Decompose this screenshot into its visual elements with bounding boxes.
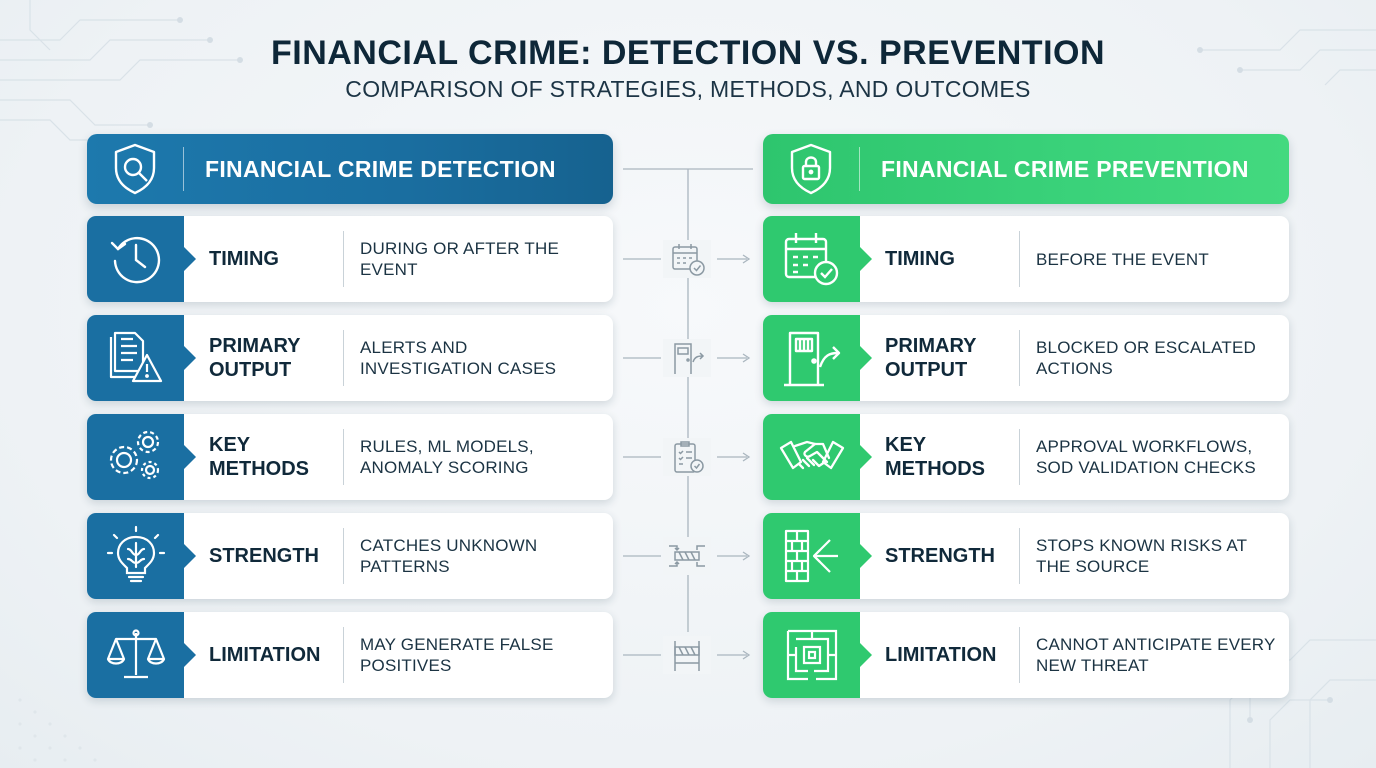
- clipboard-check-icon: [663, 438, 711, 476]
- detection-row-key-methods: KEY METHODS RULES, ML MODELS, ANOMALY SC…: [87, 414, 613, 500]
- prevention-row-key-methods: KEY METHODS APPROVAL WORKFLOWS, SOD VALI…: [763, 414, 1289, 500]
- maze-icon: [763, 612, 860, 698]
- detection-header: FINANCIAL CRIME DETECTION: [87, 134, 613, 204]
- row-value: MAY GENERATE FALSE POSITIVES: [360, 635, 554, 675]
- door-exit-icon: [763, 315, 860, 401]
- row-value: RULES, ML MODELS, ANOMALY SCORING: [360, 437, 534, 477]
- prevention-header: FINANCIAL CRIME PREVENTION: [763, 134, 1289, 204]
- row-label: PRIMARY OUTPUT: [209, 335, 301, 381]
- calendar-check-icon: [763, 216, 860, 302]
- prevention-row-primary-output: PRIMARY OUTPUT BLOCKED OR ESCALATED ACTI…: [763, 315, 1289, 401]
- brain-bulb-icon: [87, 513, 184, 599]
- row-value: ALERTS AND INVESTIGATION CASES: [360, 338, 557, 378]
- calendar-check-icon: [663, 240, 711, 278]
- detection-row-primary-output: PRIMARY OUTPUT ALERTS AND INVESTIGATION …: [87, 315, 613, 401]
- gears-icon: [87, 414, 184, 500]
- detection-row-timing: TIMING DURING OR AFTER THE EVENT: [87, 216, 613, 302]
- page-subtitle: COMPARISON OF STRATEGIES, METHODS, AND O…: [345, 76, 1031, 102]
- handshake-icon: [763, 414, 860, 500]
- row-label: STRENGTH: [209, 545, 319, 567]
- row-value: CANNOT ANTICIPATE EVERY NEW THREAT: [1036, 635, 1276, 675]
- row-value: BEFORE THE EVENT: [1036, 249, 1209, 269]
- row-label: LIMITATION: [885, 644, 997, 666]
- row-value: STOPS KNOWN RISKS AT THE SOURCE: [1036, 536, 1247, 576]
- clock-history-icon: [87, 216, 184, 302]
- wall-deflect-icon: [763, 513, 860, 599]
- prevention-header-title: FINANCIAL CRIME PREVENTION: [881, 155, 1249, 182]
- detection-header-title: FINANCIAL CRIME DETECTION: [205, 155, 556, 182]
- page-title: FINANCIAL CRIME: DETECTION VS. PREVENTIO…: [270, 34, 1106, 72]
- header-separator: [183, 147, 184, 191]
- document-alert-icon: [87, 315, 184, 401]
- connector-lines: [623, 168, 753, 660]
- prevention-row-strength: STRENGTH STOPS KNOWN RISKS AT THE SOURCE: [763, 513, 1289, 599]
- detection-row-limitation: LIMITATION MAY GENERATE FALSE POSITIVES: [87, 612, 613, 698]
- row-label: LIMITATION: [209, 644, 321, 666]
- prevention-row-timing: TIMING BEFORE THE EVENT: [763, 216, 1289, 302]
- row-label: STRENGTH: [885, 545, 995, 567]
- row-value: CATCHES UNKNOWN PATTERNS: [360, 536, 538, 576]
- detection-row-strength: STRENGTH CATCHES UNKNOWN PATTERNS: [87, 513, 613, 599]
- row-value: APPROVAL WORKFLOWS, SOD VALIDATION CHECK…: [1036, 437, 1256, 477]
- door-exit-icon: [663, 339, 711, 377]
- row-value: BLOCKED OR ESCALATED ACTIONS: [1036, 338, 1257, 378]
- shield-search-icon: [87, 142, 183, 196]
- row-label: KEY METHODS: [885, 434, 985, 480]
- row-label: KEY METHODS: [209, 434, 309, 480]
- row-label: TIMING: [885, 248, 955, 270]
- detection-column: FINANCIAL CRIME DETECTION TIMING DURING …: [87, 134, 613, 698]
- row-label: PRIMARY OUTPUT: [885, 335, 977, 381]
- row-label: TIMING: [209, 248, 279, 270]
- row-value: DURING OR AFTER THE EVENT: [360, 239, 560, 279]
- header-separator: [859, 147, 860, 191]
- road-barrier-icon: [663, 636, 711, 674]
- prevention-column: FINANCIAL CRIME PREVENTION TIMING BEFORE…: [763, 134, 1289, 698]
- scales-icon: [87, 612, 184, 698]
- prevention-row-limitation: LIMITATION CANNOT ANTICIPATE EVERY NEW T…: [763, 612, 1289, 698]
- barrier-arrows-icon: [663, 537, 711, 575]
- shield-lock-icon: [763, 142, 859, 196]
